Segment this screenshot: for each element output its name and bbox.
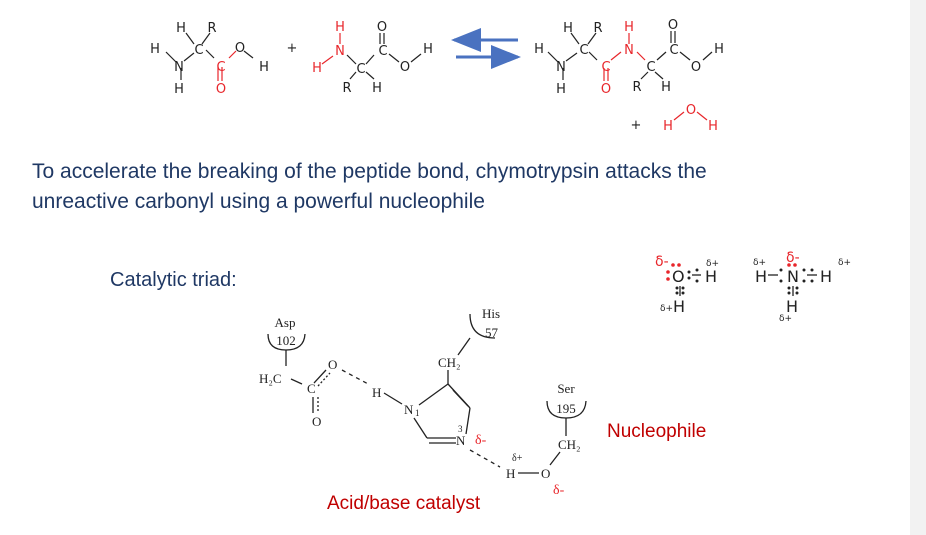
- ammonia-lewis-delta-plus-bottom: δ+: [779, 314, 792, 324]
- reactant-amino-acid-1: [165, 32, 254, 81]
- p-c-red: C: [601, 60, 610, 75]
- p-n1: N: [556, 60, 566, 75]
- ammonia-lewis-structure: δ- δ+ δ+ H N H H δ+: [753, 250, 851, 324]
- water-lewis-delta-plus-right: δ+: [706, 259, 719, 269]
- his-name: His: [482, 306, 500, 321]
- p-o-top: O: [668, 18, 678, 33]
- nucleophile-label: Nucleophile: [607, 421, 707, 442]
- p-h-left: H: [534, 42, 544, 57]
- catalytic-triad-structure: Asp 102 H₂C C O O H N 1 N 3 δ- CH₂ His 5…: [259, 306, 587, 498]
- r1-h-top: H: [176, 21, 186, 36]
- r2-n: N: [335, 44, 345, 59]
- water-h1: H: [663, 119, 673, 134]
- acid-base-catalyst-label: Acid/base catalyst: [327, 493, 481, 514]
- r1-o-bottom: O: [216, 82, 226, 97]
- p-h-right: H: [714, 42, 724, 57]
- water-lewis-h-bottom: H: [673, 297, 685, 316]
- r1-n: N: [174, 60, 184, 75]
- r2-c-carbonyl: C: [378, 44, 387, 59]
- water-lewis-h-right: H: [705, 267, 717, 286]
- p-c3: C: [669, 43, 678, 58]
- ammonia-lewis-h-left: H: [755, 267, 767, 286]
- water-lewis-structure: δ- O δ+ H δ+ H: [655, 254, 719, 316]
- p-n-red: N: [624, 43, 634, 58]
- water-lewis-delta-minus: δ-: [655, 254, 669, 270]
- ser-o: O: [541, 466, 550, 481]
- his-n1: N: [404, 402, 414, 417]
- r2-h-bottom: H: [372, 81, 382, 96]
- p-h-red: H: [624, 20, 634, 35]
- explanation-line-1: To accelerate the breaking of the peptid…: [32, 160, 707, 183]
- his-h: H: [372, 385, 381, 400]
- his-n1-num: 1: [415, 408, 420, 418]
- ser-delta-plus: δ+: [512, 453, 523, 464]
- p-o-red: O: [601, 82, 611, 97]
- r2-c-alpha: C: [356, 62, 365, 77]
- r1-h-left: H: [150, 42, 160, 57]
- asp-c: C: [307, 381, 316, 396]
- p-r2: R: [632, 80, 641, 95]
- his-n3-num: 3: [458, 424, 463, 434]
- r1-c-alpha: C: [194, 43, 203, 58]
- asp-h2c: H₂C: [259, 371, 282, 386]
- asp-o2: O: [312, 414, 321, 429]
- ser-delta-minus: δ-: [553, 483, 565, 498]
- r2-r: R: [342, 81, 351, 96]
- ser-ch2: CH₂: [558, 437, 581, 452]
- ammonia-lewis-h-bottom: H: [786, 297, 798, 316]
- ammonia-lewis-delta-plus-right: δ+: [838, 258, 851, 268]
- r1-h-right: H: [259, 60, 269, 75]
- explanation-line-2: unreactive carbonyl using a powerful nuc…: [32, 190, 485, 213]
- ammonia-lewis-delta-minus: δ-: [786, 250, 800, 266]
- ser-num: 195: [556, 401, 576, 416]
- water-lewis-delta-plus-bottom: δ+: [660, 304, 673, 314]
- ammonia-lewis-n: N: [787, 267, 799, 286]
- water-lewis-o: O: [672, 267, 685, 286]
- ammonia-lewis-h-right: H: [820, 267, 832, 286]
- product-dipeptide: [547, 31, 713, 81]
- p-h-top: H: [563, 21, 573, 36]
- his-n3: N: [456, 433, 466, 448]
- p-h2: H: [661, 80, 671, 95]
- p-o-right: O: [691, 60, 701, 75]
- catalytic-triad-label: Catalytic triad:: [110, 269, 237, 291]
- r2-h-left: H: [312, 61, 322, 76]
- his-num: 57: [485, 325, 499, 340]
- ammonia-lewis-delta-plus-left: δ+: [753, 258, 766, 268]
- ser-name: Ser: [557, 381, 575, 396]
- his-delta-minus: δ-: [475, 433, 487, 448]
- r1-o: O: [235, 41, 245, 56]
- r1-h-bottom: H: [174, 82, 184, 97]
- asp-o1: O: [328, 357, 337, 372]
- right-edge-strip: [910, 0, 926, 535]
- asp-num: 102: [276, 333, 296, 348]
- plus-sign-2: +: [631, 118, 642, 133]
- r1-r-top: R: [207, 21, 216, 36]
- p-r-top: R: [593, 21, 602, 36]
- p-c2: C: [646, 60, 655, 75]
- r2-h-right: H: [423, 42, 433, 57]
- his-ch2: CH₂: [438, 355, 461, 370]
- ser-h: H: [506, 466, 515, 481]
- reactant-amino-acid-2: [321, 33, 422, 80]
- r2-o: O: [400, 60, 410, 75]
- water-h2: H: [708, 119, 718, 134]
- r1-c-carbonyl: C: [216, 60, 225, 75]
- water-o: O: [686, 103, 696, 118]
- r2-o-top: O: [377, 20, 387, 35]
- p-c1: C: [579, 43, 588, 58]
- asp-name: Asp: [275, 315, 296, 330]
- r2-h-top: H: [335, 20, 345, 35]
- plus-sign-1: +: [287, 41, 298, 56]
- p-h-bottom: H: [556, 82, 566, 97]
